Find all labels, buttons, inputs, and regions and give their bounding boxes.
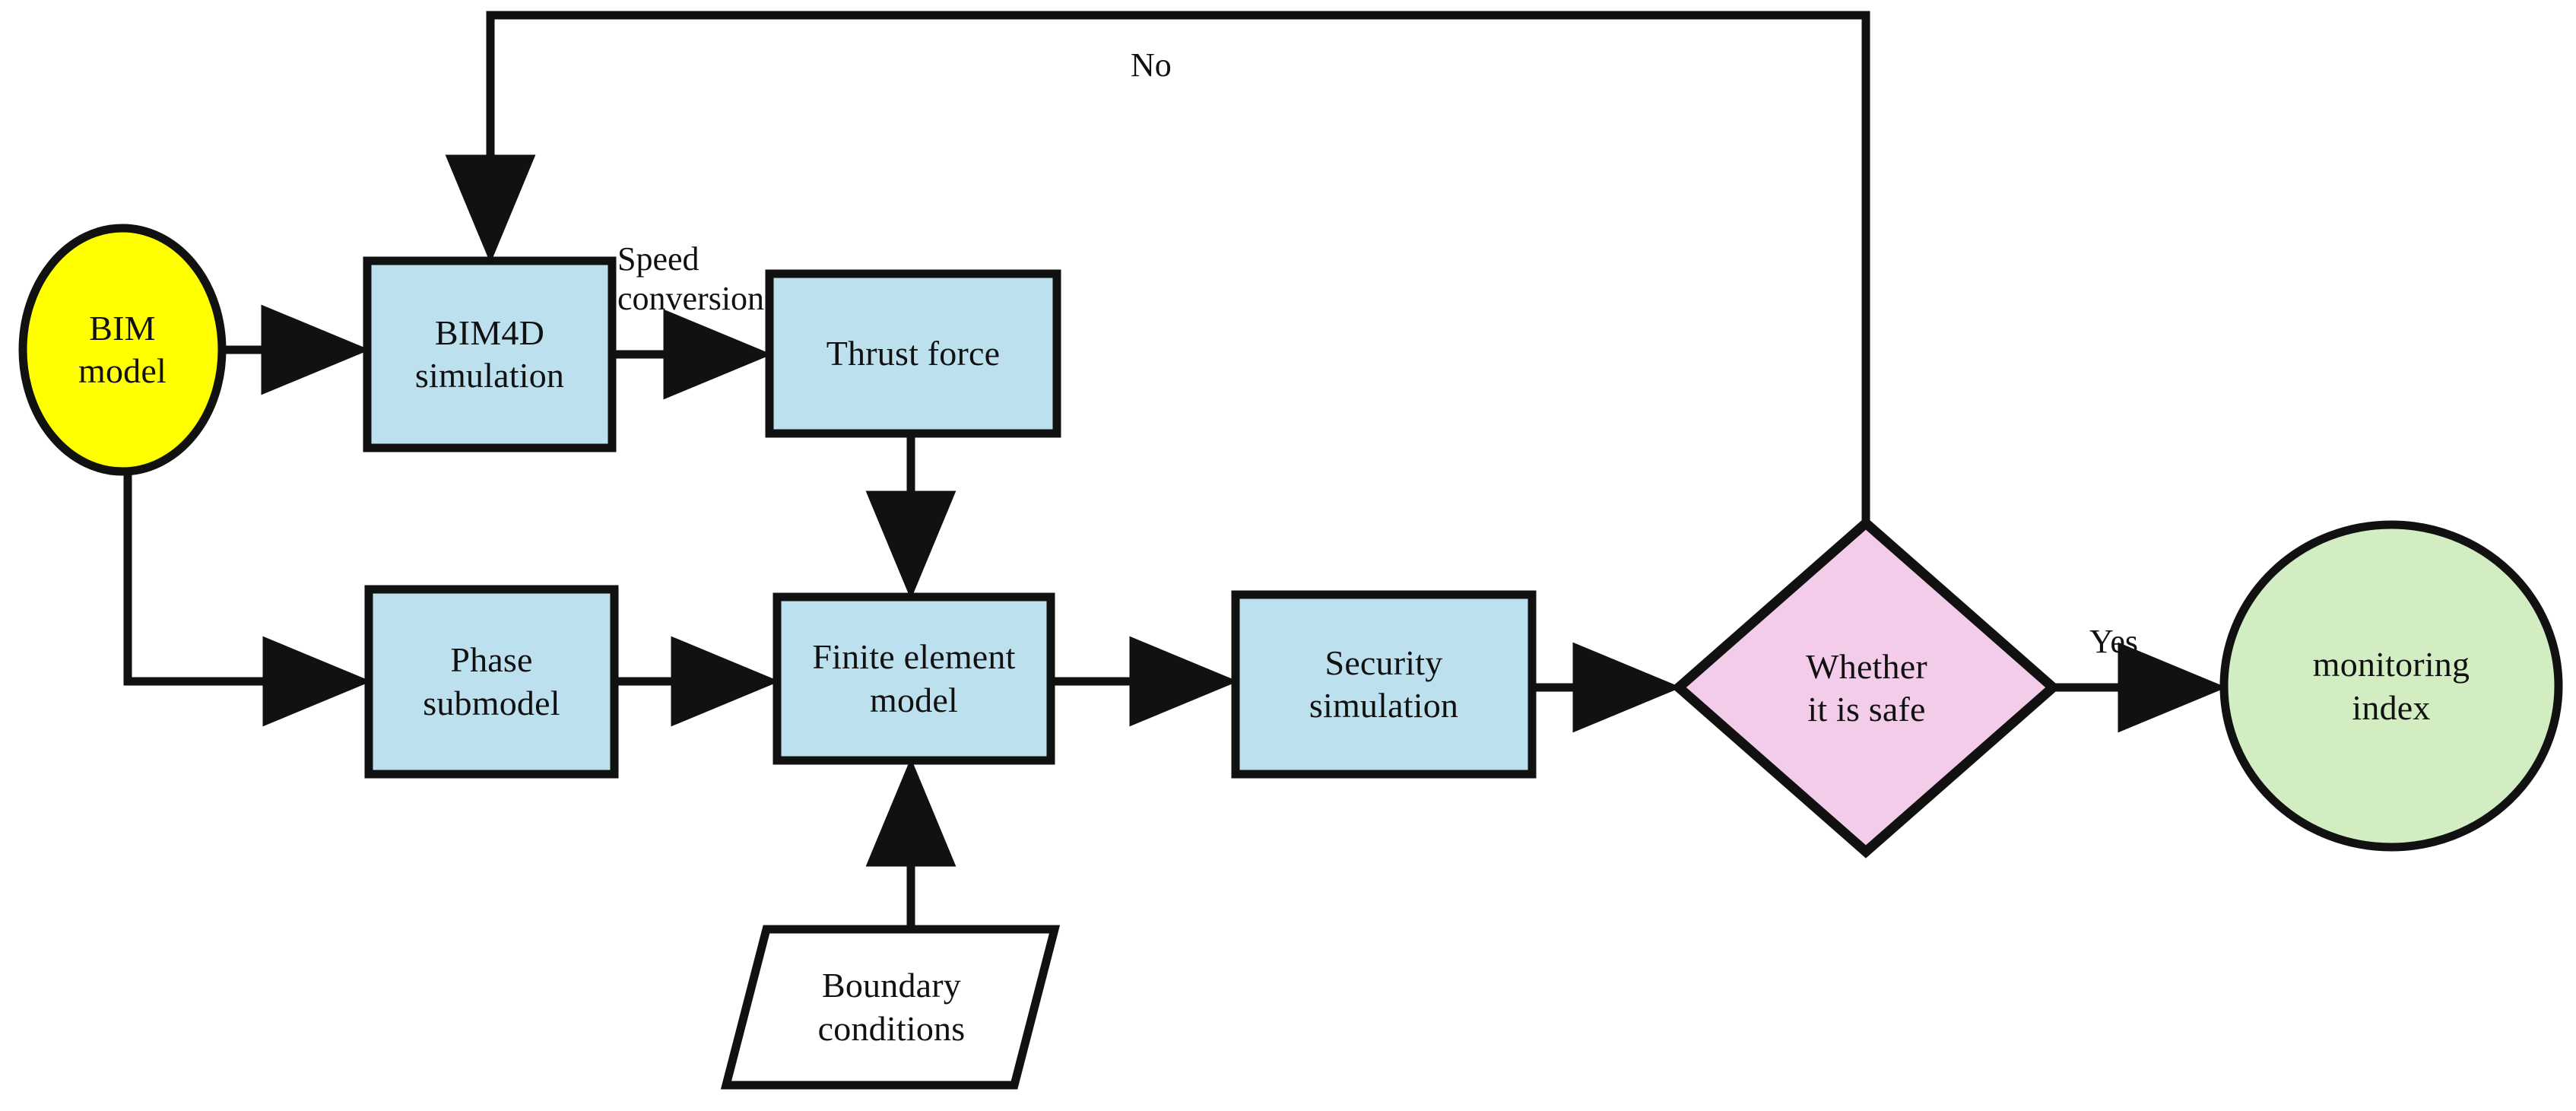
node-finite-element-model[interactable] [772, 592, 1055, 765]
node-thrust-force[interactable] [765, 269, 1061, 438]
node-bim4d-simulation[interactable] [363, 256, 617, 452]
node-phase-submodel[interactable] [364, 585, 619, 779]
edge-decision-no-to-bim4d [445, 11, 1870, 523]
edge-label-yes: Yes [2089, 623, 2139, 660]
edge-label-speed-conversion: Speed conversion [617, 240, 765, 317]
edge-label-no: No [1131, 46, 1172, 84]
node-boundary-conditions[interactable] [720, 925, 1061, 1090]
node-security-simulation[interactable] [1231, 590, 1537, 779]
edge-bim-to-phase [123, 470, 372, 727]
node-bim-model[interactable] [18, 224, 227, 476]
node-monitoring-index[interactable] [2219, 520, 2563, 852]
node-whether-it-is-safe[interactable] [1671, 516, 2060, 859]
